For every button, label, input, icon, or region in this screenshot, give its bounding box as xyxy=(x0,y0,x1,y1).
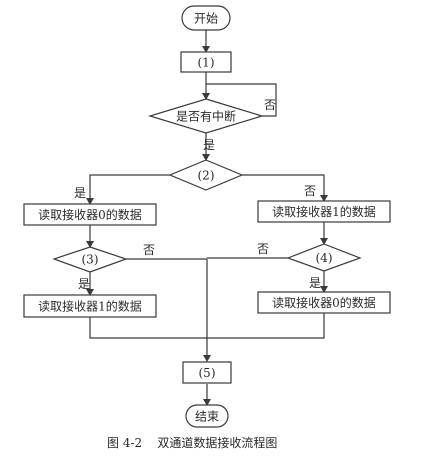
decision3-yes-label: 是 xyxy=(78,277,90,291)
interrupt-no-label: 否 xyxy=(264,98,276,112)
step5-label: (5) xyxy=(199,366,216,380)
process-step5: (5) xyxy=(182,361,232,384)
step1-label: (1) xyxy=(198,56,215,70)
arrow-decision4 xyxy=(320,238,328,245)
arrow-decision2 xyxy=(202,154,210,161)
arrow-read1-left xyxy=(86,289,94,296)
arrow-read0-left xyxy=(86,198,94,205)
decision-4: (4) xyxy=(286,243,362,272)
figure-caption: 图 4-2 双通道数据接收流程图 xyxy=(107,435,277,450)
arrow-step5 xyxy=(203,355,211,362)
decision-interrupt: 是否有中断 xyxy=(147,98,265,134)
decision4-no-label: 否 xyxy=(257,242,269,256)
flowchart-connectors xyxy=(86,30,328,406)
decision2-no-label: 否 xyxy=(304,184,316,198)
arrow-read0-right xyxy=(320,286,328,293)
process-read-receiver1-left: 读取接收器1的数据 xyxy=(23,294,157,318)
process-read-receiver0-right: 读取接收器0的数据 xyxy=(257,291,391,314)
start-terminal: 开始 xyxy=(181,5,231,31)
connector-interrupt-no-loop xyxy=(206,83,277,117)
decision4-label: (4) xyxy=(316,251,333,265)
arrow-decision3 xyxy=(86,241,94,248)
arrow-end xyxy=(203,399,211,406)
connector-decision2-no xyxy=(242,174,325,197)
connector-read1-left-to-merge xyxy=(89,317,207,339)
process-read-receiver0-left: 读取接收器0的数据 xyxy=(23,203,157,226)
process-read-receiver1-right: 读取接收器1的数据 xyxy=(257,200,391,223)
read-receiver0-right-label: 读取接收器0的数据 xyxy=(272,295,376,310)
start-label: 开始 xyxy=(194,12,218,26)
arrow-step1 xyxy=(202,46,210,53)
connector-decision2-yes xyxy=(89,174,170,200)
interrupt-yes-label: 是 xyxy=(203,138,215,152)
process-step1: (1) xyxy=(180,51,232,73)
decision4-yes-label: 是 xyxy=(309,276,321,290)
decision-3: (3) xyxy=(52,246,128,273)
read-receiver1-right-label: 读取接收器1的数据 xyxy=(272,204,376,219)
decision3-no-label: 否 xyxy=(143,243,155,257)
arrow-decision-interrupt xyxy=(202,93,210,100)
decision2-yes-label: 是 xyxy=(74,186,86,200)
decision3-label: (3) xyxy=(82,253,99,267)
connector-read0-right-to-merge xyxy=(207,313,325,339)
read-receiver0-left-label: 读取接收器0的数据 xyxy=(38,207,142,222)
decision2-label: (2) xyxy=(198,169,215,183)
end-terminal: 结束 xyxy=(185,404,229,428)
decision-interrupt-label: 是否有中断 xyxy=(176,109,236,124)
decision-2: (2) xyxy=(168,159,244,191)
read-receiver1-left-label: 读取接收器1的数据 xyxy=(38,299,142,314)
arrow-read1-right xyxy=(320,195,328,202)
end-label: 结束 xyxy=(195,410,219,424)
